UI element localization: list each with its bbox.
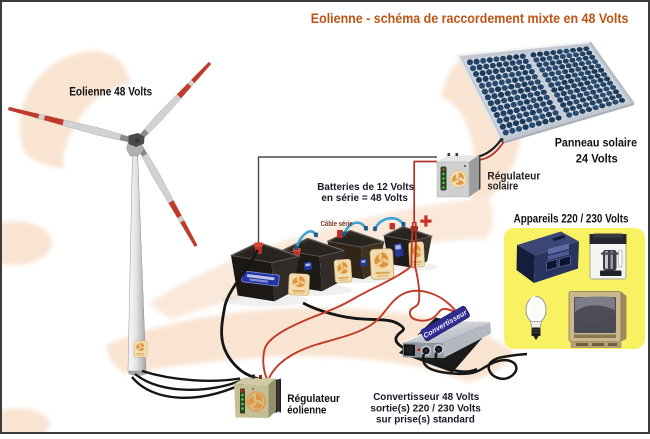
svg-text:en série = 48 Volts: en série = 48 Volts — [321, 192, 408, 204]
svg-text:Régulateur: Régulateur — [487, 170, 541, 182]
svg-text:Convertisseur 48 Volts: Convertisseur 48 Volts — [373, 391, 479, 403]
svg-text:Appareils 220 / 230 Volts: Appareils 220 / 230 Volts — [514, 214, 629, 226]
svg-text:Batteries de 12 Volts: Batteries de 12 Volts — [317, 181, 414, 193]
svg-text:Régulateur: Régulateur — [287, 393, 341, 405]
svg-text:solaire: solaire — [487, 180, 518, 192]
svg-text:24 Volts: 24 Volts — [576, 154, 618, 166]
svg-text:Eolienne - schéma de raccordem: Eolienne - schéma de raccordement mixte … — [311, 11, 629, 26]
svg-text:éolienne: éolienne — [287, 404, 326, 416]
svg-text:Eolienne 48 Volts: Eolienne 48 Volts — [69, 86, 152, 98]
svg-text:sur prise(s) standard: sur prise(s) standard — [376, 414, 475, 426]
svg-text:sortie(s) 220 / 230 Volts: sortie(s) 220 / 230 Volts — [370, 403, 481, 415]
svg-text:Panneau solaire: Panneau solaire — [555, 137, 637, 149]
svg-text:Câble série: Câble série — [321, 221, 353, 228]
